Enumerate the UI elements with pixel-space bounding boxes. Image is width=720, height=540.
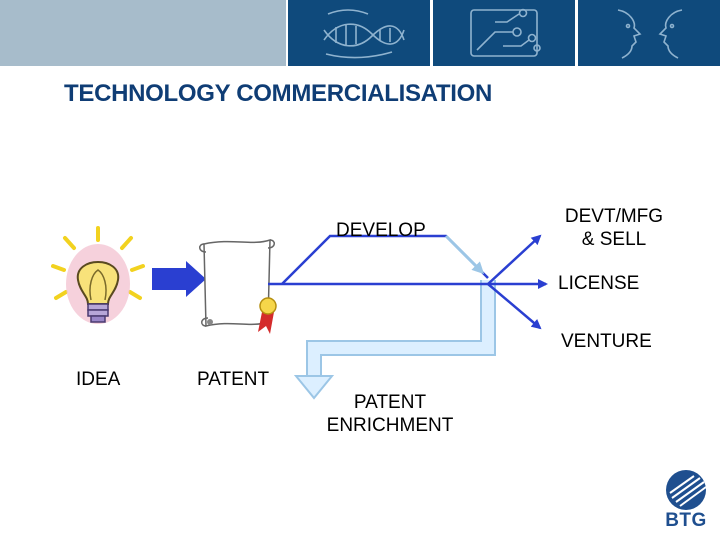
- devt-mfg-line1: DEVT/MFG: [564, 206, 664, 227]
- banner-light-block: [0, 0, 286, 66]
- faces-icon: [617, 9, 683, 59]
- idea-label: IDEA: [76, 369, 121, 390]
- dna-icon: [323, 9, 405, 59]
- venture-label: VENTURE: [561, 331, 652, 352]
- enrichment-arrow-head: [293, 375, 335, 400]
- banner-panel-circuit: [433, 0, 575, 66]
- license-label: LICENSE: [558, 273, 640, 294]
- enrichment-line2: ENRICHMENT: [326, 415, 454, 436]
- page-title: TECHNOLOGY COMMERCIALISATION: [64, 80, 493, 107]
- venture-arrow: [487, 283, 542, 330]
- btg-globe-icon: [666, 470, 707, 510]
- btg-logo-text: BTG: [665, 510, 707, 531]
- patent-enrichment-label: PATENT ENRICHMENT: [312, 391, 468, 437]
- idea-to-patent-arrow: [152, 261, 206, 297]
- develop-arrow: [444, 234, 485, 275]
- enrichment-line1: PATENT: [353, 392, 427, 413]
- header-banner: [0, 0, 720, 66]
- patent-label: PATENT: [197, 369, 270, 390]
- devt-mfg-label: DEVT/MFG & SELL: [552, 205, 676, 251]
- devt-mfg-arrow: [487, 234, 542, 285]
- seal-ribbon-icon: [258, 297, 277, 334]
- banner-panel-dna: [288, 0, 430, 66]
- lightbulb-icon: [51, 226, 145, 324]
- develop-label: DEVELOP: [336, 220, 426, 241]
- banner-panel-faces: [578, 0, 720, 66]
- circuit-icon: [470, 8, 541, 57]
- devt-mfg-line2: & SELL: [581, 229, 647, 250]
- scroll-icon: [199, 238, 275, 327]
- develop-path: [281, 234, 489, 285]
